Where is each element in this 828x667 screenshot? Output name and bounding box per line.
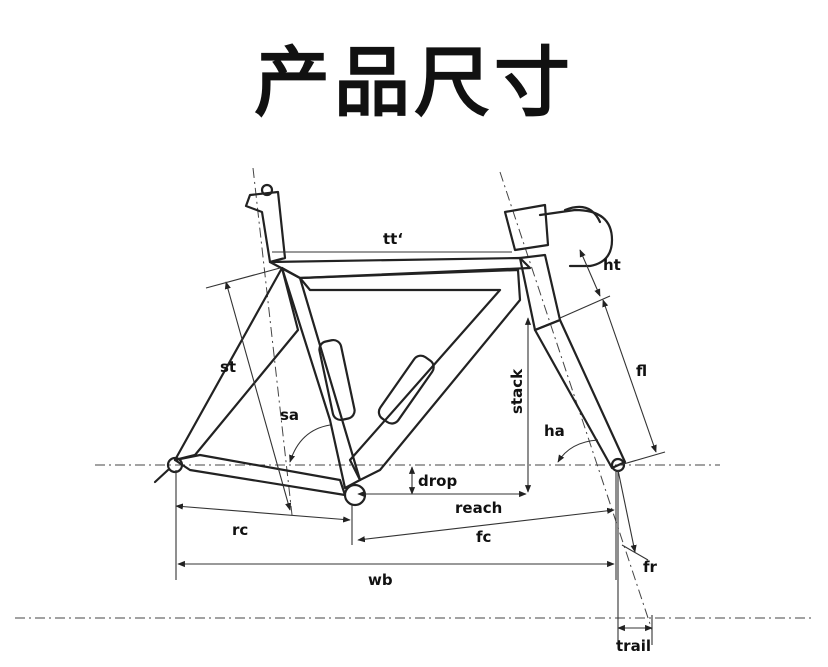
rc-dimension-line xyxy=(175,503,351,523)
label-drop: drop xyxy=(418,472,457,490)
fr-dimension-line xyxy=(617,469,637,553)
ht-dimension-line xyxy=(579,249,601,297)
label-ht: ht xyxy=(603,256,621,274)
label-reach: reach xyxy=(455,499,502,517)
sa-angle-arc xyxy=(289,424,331,463)
label-fr: fr xyxy=(643,558,658,576)
label-fl: fl xyxy=(636,362,647,380)
label-st: st xyxy=(220,358,236,376)
label-rc: rc xyxy=(232,521,248,539)
fc-dimension-line xyxy=(357,507,615,543)
label-sa: sa xyxy=(280,406,299,424)
label-ha: ha xyxy=(544,422,565,440)
label-wb: wb xyxy=(368,571,393,589)
label-trail: trail xyxy=(616,637,651,655)
st-dimension-line xyxy=(224,281,292,511)
ha-angle-arc xyxy=(557,439,599,463)
label-tt: tt‘ xyxy=(383,230,403,248)
label-stack: stack xyxy=(508,368,526,414)
fl-dimension-line xyxy=(602,299,657,453)
seat-axis-line xyxy=(252,167,293,516)
label-fc: fc xyxy=(476,528,491,546)
page-title: 产品尺寸 xyxy=(254,38,574,127)
bike-frame xyxy=(153,183,627,507)
